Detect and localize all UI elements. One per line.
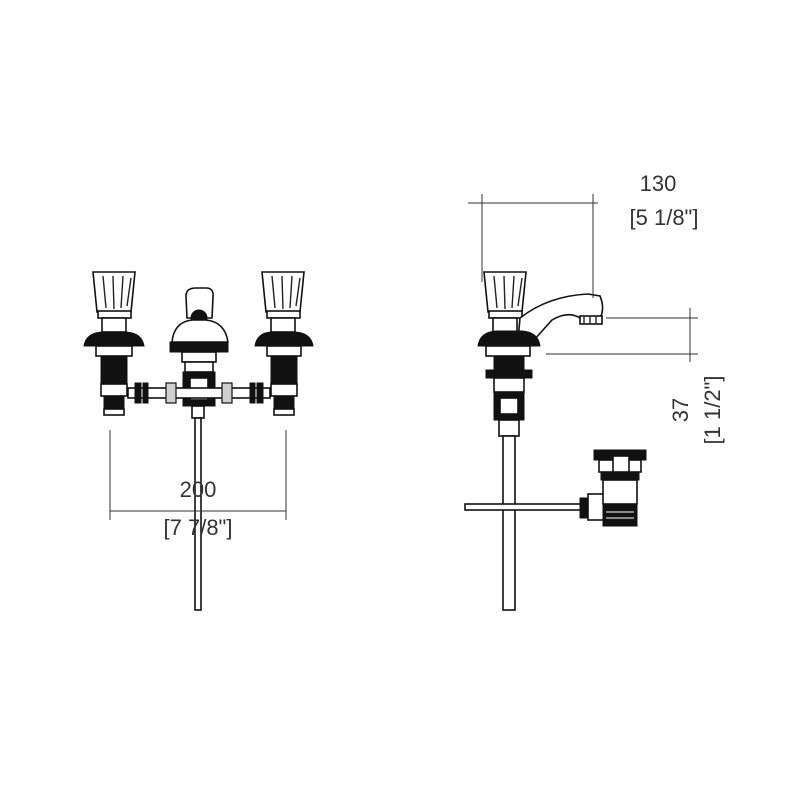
right-handle xyxy=(254,271,314,416)
width-dimension: 200 [7 7/8"] xyxy=(109,430,287,540)
side-spout xyxy=(517,293,604,341)
side-handle xyxy=(483,271,527,333)
reach-dimension-value: 130 xyxy=(640,171,677,196)
left-handle xyxy=(83,271,145,416)
drain-rod xyxy=(194,417,202,611)
side-body xyxy=(477,330,541,611)
height-dimension-value: 37 xyxy=(668,398,693,422)
width-dimension-value: 200 xyxy=(180,477,217,502)
popup-drain xyxy=(464,449,647,527)
connector-pipes xyxy=(127,382,271,404)
height-dimension: 37 [1 1/2"] xyxy=(546,308,725,444)
width-dimension-imperial: [7 7/8"] xyxy=(164,515,233,540)
height-dimension-imperial: [1 1/2"] xyxy=(700,376,725,445)
reach-dimension-imperial: [5 1/8"] xyxy=(630,205,699,230)
front-view: 200 [7 7/8"] xyxy=(83,271,314,611)
reach-dimension: 130 [5 1/8"] xyxy=(468,171,698,298)
side-view: 130 [5 1/8"] 37 [1 1/2"] xyxy=(464,171,725,611)
